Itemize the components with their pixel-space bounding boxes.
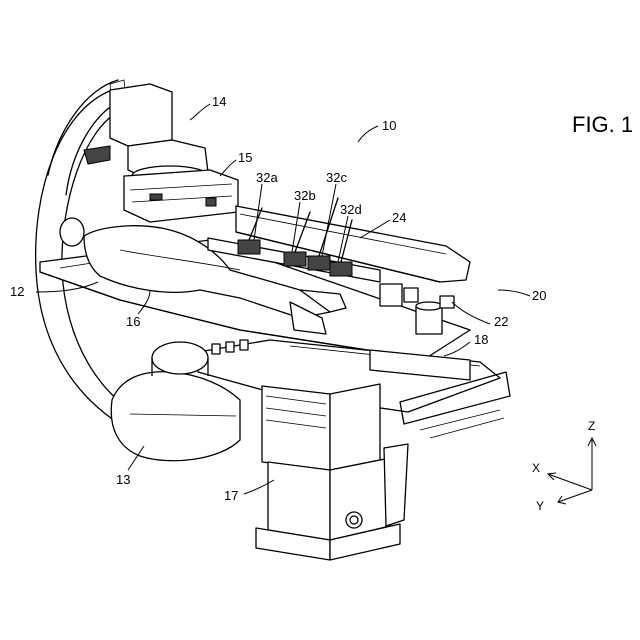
label-32c: 32c <box>326 170 347 185</box>
label-18: 18 <box>474 332 488 347</box>
label-15: 15 <box>238 150 252 165</box>
axis-x-label: X <box>532 461 540 475</box>
label-20: 20 <box>532 288 546 303</box>
label-17: 17 <box>224 488 238 503</box>
figure-title: FIG. 1 <box>572 112 633 137</box>
label-22: 22 <box>494 314 508 329</box>
label-12: 12 <box>10 284 24 299</box>
label-32b: 32b <box>294 188 316 203</box>
coordinate-axes: Z X Y <box>532 419 596 513</box>
axis-y-label: Y <box>536 499 544 513</box>
label-10: 10 <box>382 118 396 133</box>
label-13: 13 <box>116 472 130 487</box>
base-column <box>256 384 408 560</box>
collimator <box>124 170 238 222</box>
label-14: 14 <box>212 94 226 109</box>
label-24: 24 <box>392 210 406 225</box>
axis-z-label: Z <box>588 419 595 433</box>
label-32d: 32d <box>340 202 362 217</box>
label-16: 16 <box>126 314 140 329</box>
label-32a: 32a <box>256 170 278 185</box>
